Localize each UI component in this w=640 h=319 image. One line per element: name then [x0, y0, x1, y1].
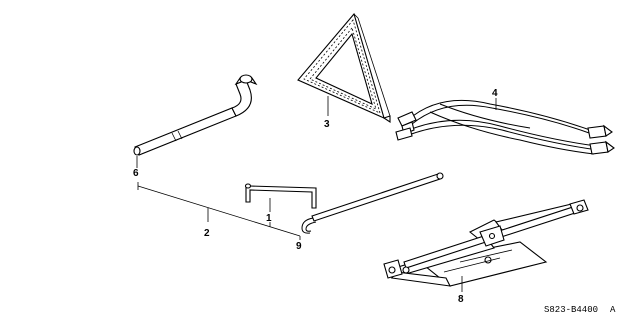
callout-9: 9: [296, 241, 302, 252]
wheel-nut-wrench[interactable]: [133, 74, 258, 156]
clamp-left-bottom: [395, 127, 413, 141]
callout-1: 1: [266, 213, 272, 224]
clamp-right-bottom: [589, 140, 615, 155]
diagram-suffix: A: [610, 305, 616, 315]
leader-bracket: [137, 182, 301, 240]
warning-triangle[interactable]: [297, 12, 391, 124]
callout-6: 6: [133, 168, 139, 179]
callout-8: 8: [458, 294, 464, 305]
booster-cables[interactable]: [395, 99, 615, 155]
diagram-code: S823-B4400: [544, 305, 598, 315]
jack-handle-bar[interactable]: [244, 183, 317, 209]
callout-2: 2: [204, 228, 210, 239]
callout-3: 3: [324, 119, 330, 130]
scissor-jack[interactable]: [383, 199, 589, 287]
callout-4: 4: [492, 88, 498, 99]
hook-rod[interactable]: [301, 172, 444, 234]
clamp-right-top: [587, 124, 613, 139]
